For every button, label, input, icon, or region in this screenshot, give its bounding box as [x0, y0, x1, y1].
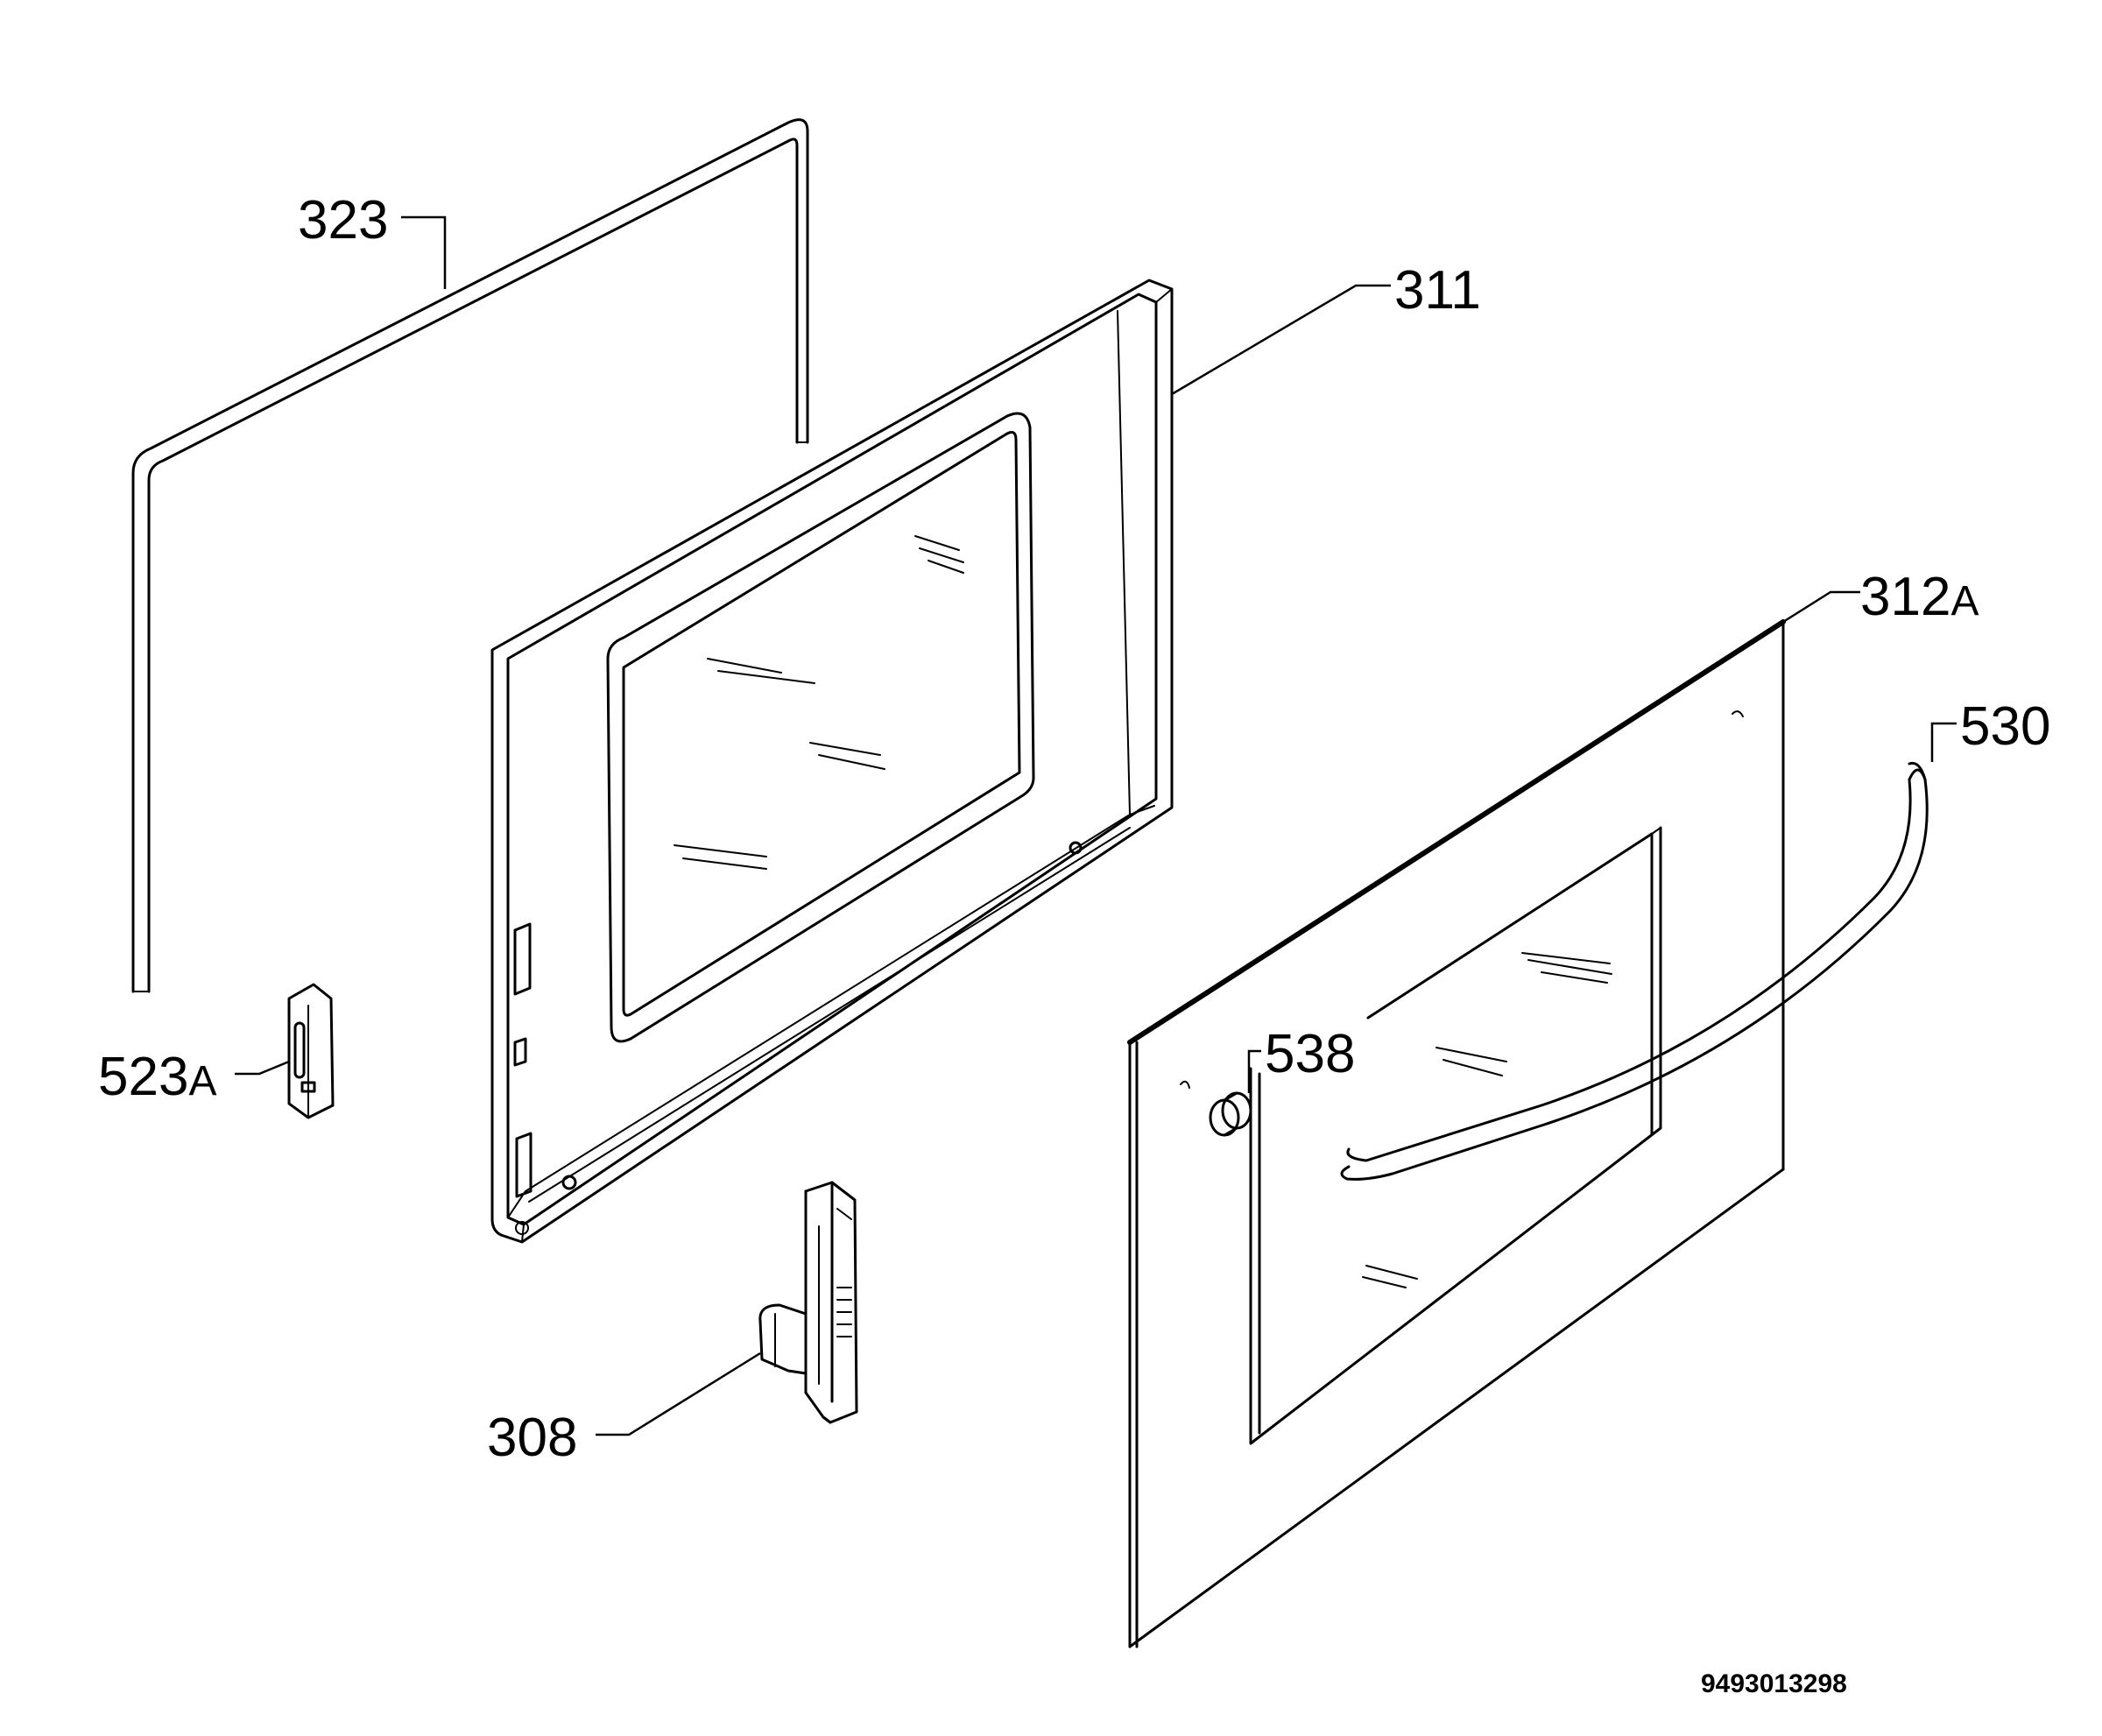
part-323-seal: [131, 118, 809, 993]
leader-523A: [235, 1060, 290, 1076]
label-538: 538: [1265, 1024, 1355, 1084]
part-538-end-cap: [1209, 1091, 1252, 1137]
label-308: 308: [487, 1408, 577, 1468]
leader-308: [596, 1351, 761, 1436]
label-323: 323: [298, 190, 388, 251]
part-311-inner-frame: [490, 279, 1174, 1244]
leader-312A: [1782, 590, 1860, 624]
leader-538: [1247, 1049, 1261, 1093]
label-530: 530: [1960, 696, 2050, 757]
part-523A-hinge-receiver: [287, 983, 335, 1119]
label-311: 311: [1394, 260, 1481, 321]
leader-lines: [235, 215, 1957, 1436]
leader-311: [1171, 284, 1391, 396]
part-labels: 323 311 312A 530 538 523A 308 9493013298: [98, 190, 2050, 1698]
diagram-code: 9493013298: [1701, 1669, 1847, 1698]
label-523A: 523A: [98, 1047, 216, 1107]
part-312A-outer-glass: [1127, 619, 1786, 1648]
part-308-hinge: [758, 1181, 858, 1424]
label-312A: 312A: [1860, 567, 1979, 627]
part-530-handle: [1340, 761, 1929, 1181]
leader-530: [1930, 722, 1957, 762]
leader-323: [401, 215, 447, 289]
